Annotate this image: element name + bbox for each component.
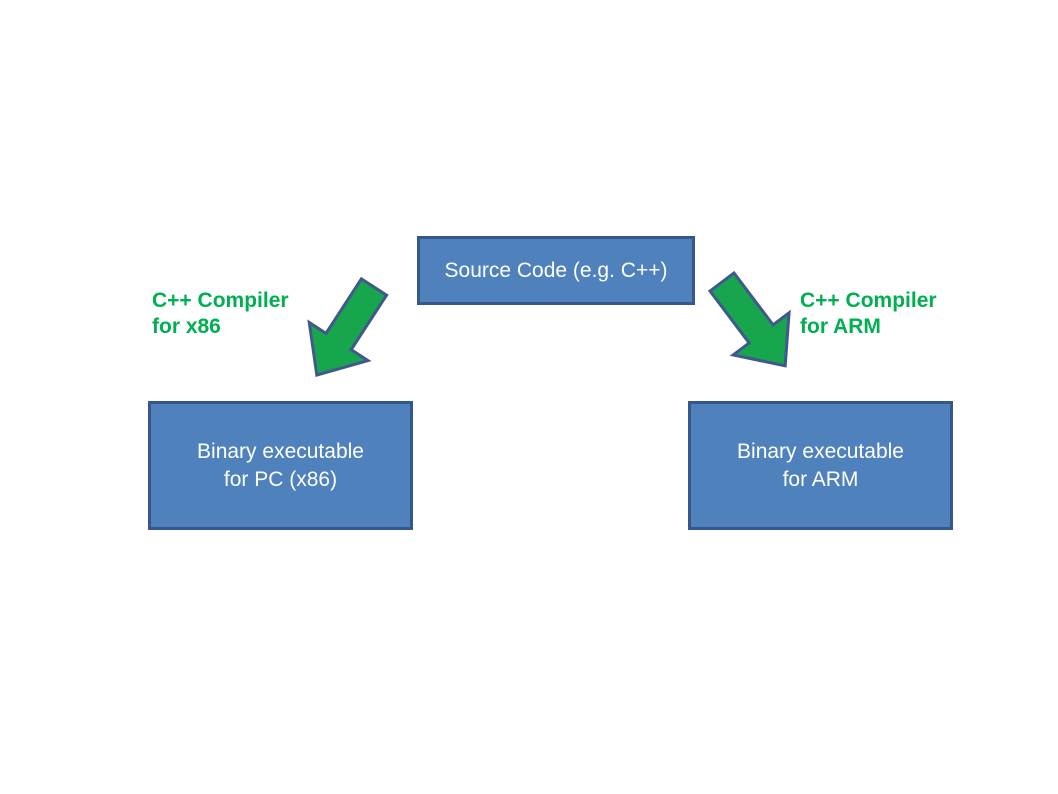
compiler-x86-label-line2: for x86: [152, 315, 221, 338]
binary-x86-label-line1: Binary executable: [197, 439, 364, 463]
binary-x86-label-line2: for PC (x86): [223, 467, 338, 491]
arrow-to-arm-icon: [707, 270, 791, 368]
binary-arm-node: Binary executable for ARM: [688, 401, 953, 530]
compiler-x86-label: C++ Compiler for x86: [152, 288, 289, 340]
compiler-x86-label-line1: C++ Compiler: [152, 289, 289, 312]
binary-x86-node: Binary executable for PC (x86): [148, 401, 413, 530]
compiler-arm-label-line2: for ARM: [800, 315, 881, 338]
binary-arm-label-line1: Binary executable: [737, 439, 904, 463]
source-code-node: Source Code (e.g. C++): [417, 236, 695, 305]
source-code-label: Source Code (e.g. C++): [444, 258, 668, 282]
compiler-arm-label-line1: C++ Compiler: [800, 289, 937, 312]
binary-arm-label-line2: for ARM: [782, 467, 859, 491]
compiler-arm-label: C++ Compiler for ARM: [800, 288, 937, 340]
arrow-to-x86-icon: [307, 276, 389, 377]
